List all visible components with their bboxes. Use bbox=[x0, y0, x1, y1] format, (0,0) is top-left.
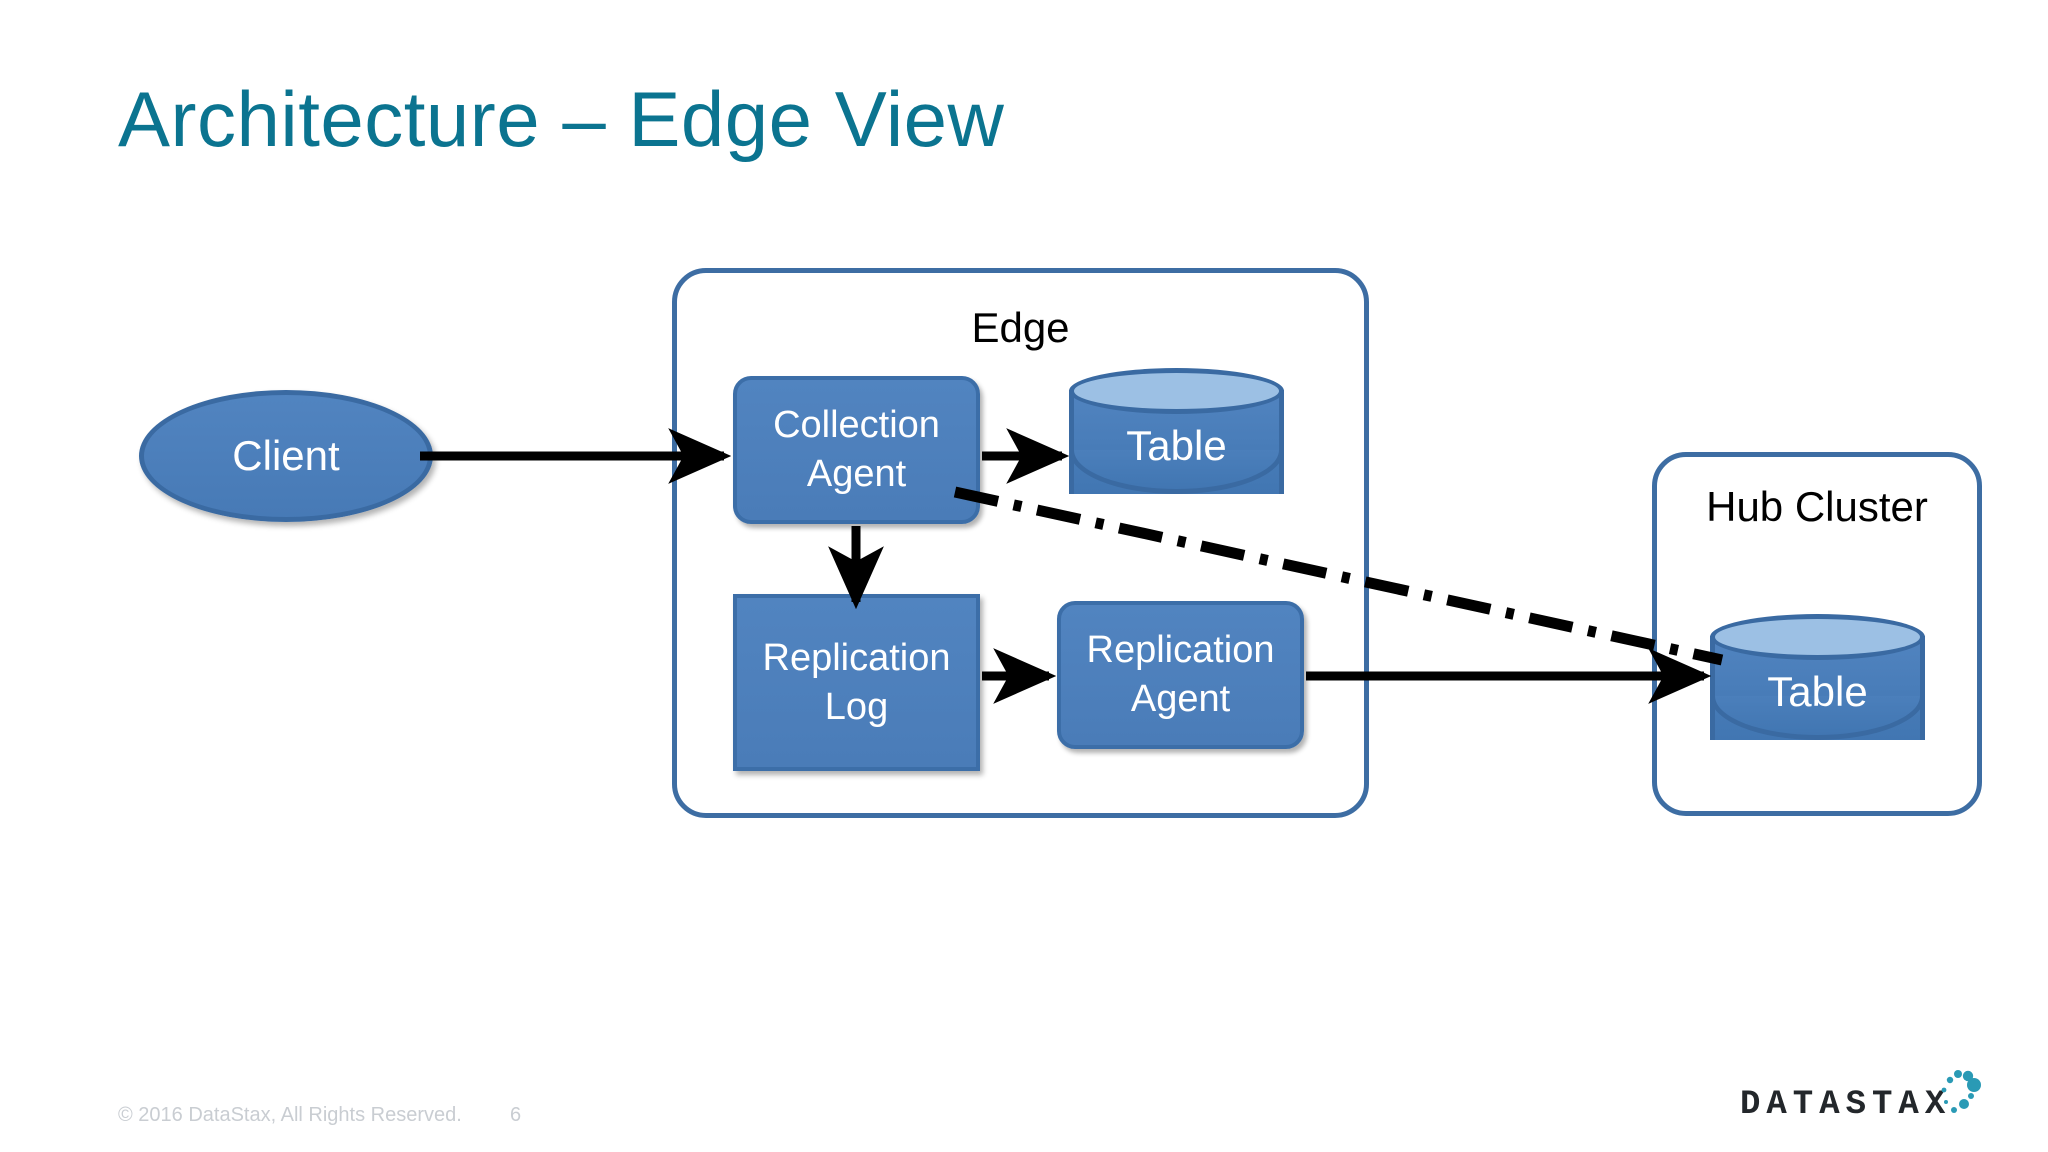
node-collection-agent-label: Collection Agent bbox=[773, 401, 940, 498]
group-label-edge: Edge bbox=[971, 304, 1070, 351]
datastax-wordmark: DATASTAX bbox=[1740, 1086, 1952, 1124]
datastax-logo: DATASTAX bbox=[1740, 1058, 1990, 1130]
node-hub-table[interactable]: Table bbox=[1710, 614, 1925, 762]
node-client-label: Client bbox=[232, 432, 340, 479]
node-client[interactable]: Client bbox=[139, 390, 433, 522]
node-edge-table-label: Table bbox=[1126, 422, 1227, 469]
node-replication-log-label: Replication Log bbox=[763, 634, 951, 731]
node-replication-agent-label: Replication Agent bbox=[1087, 626, 1275, 723]
node-collection-agent-label-line2: Agent bbox=[806, 453, 907, 495]
datastax-dots-icon bbox=[1941, 1070, 1981, 1113]
group-label-hub-cluster: Hub Cluster bbox=[1706, 483, 1928, 530]
node-replication-agent[interactable]: Replication Agent bbox=[1057, 601, 1304, 749]
page-title: Architecture – Edge View bbox=[118, 75, 1005, 163]
node-collection-agent[interactable]: Collection Agent bbox=[733, 376, 980, 524]
cylinder-top-icon bbox=[1710, 614, 1925, 660]
node-hub-table-label: Table bbox=[1767, 668, 1868, 715]
node-collection-agent-label-line1: Collection bbox=[773, 404, 940, 447]
node-replication-agent-label-line1: Replication bbox=[1086, 629, 1275, 672]
node-replication-log-label-line1: Replication bbox=[762, 636, 951, 679]
footer-page-number: 6 bbox=[510, 1104, 522, 1126]
node-edge-table[interactable]: Table bbox=[1069, 368, 1284, 516]
node-replication-agent-label-line2: Agent bbox=[1130, 678, 1231, 720]
footer-copyright: © 2016 DataStax, All Rights Reserved. bbox=[118, 1104, 462, 1126]
node-replication-log-label-line2: Log bbox=[824, 685, 889, 728]
cylinder-top-icon bbox=[1069, 368, 1284, 414]
node-replication-log[interactable]: Replication Log bbox=[733, 594, 980, 771]
